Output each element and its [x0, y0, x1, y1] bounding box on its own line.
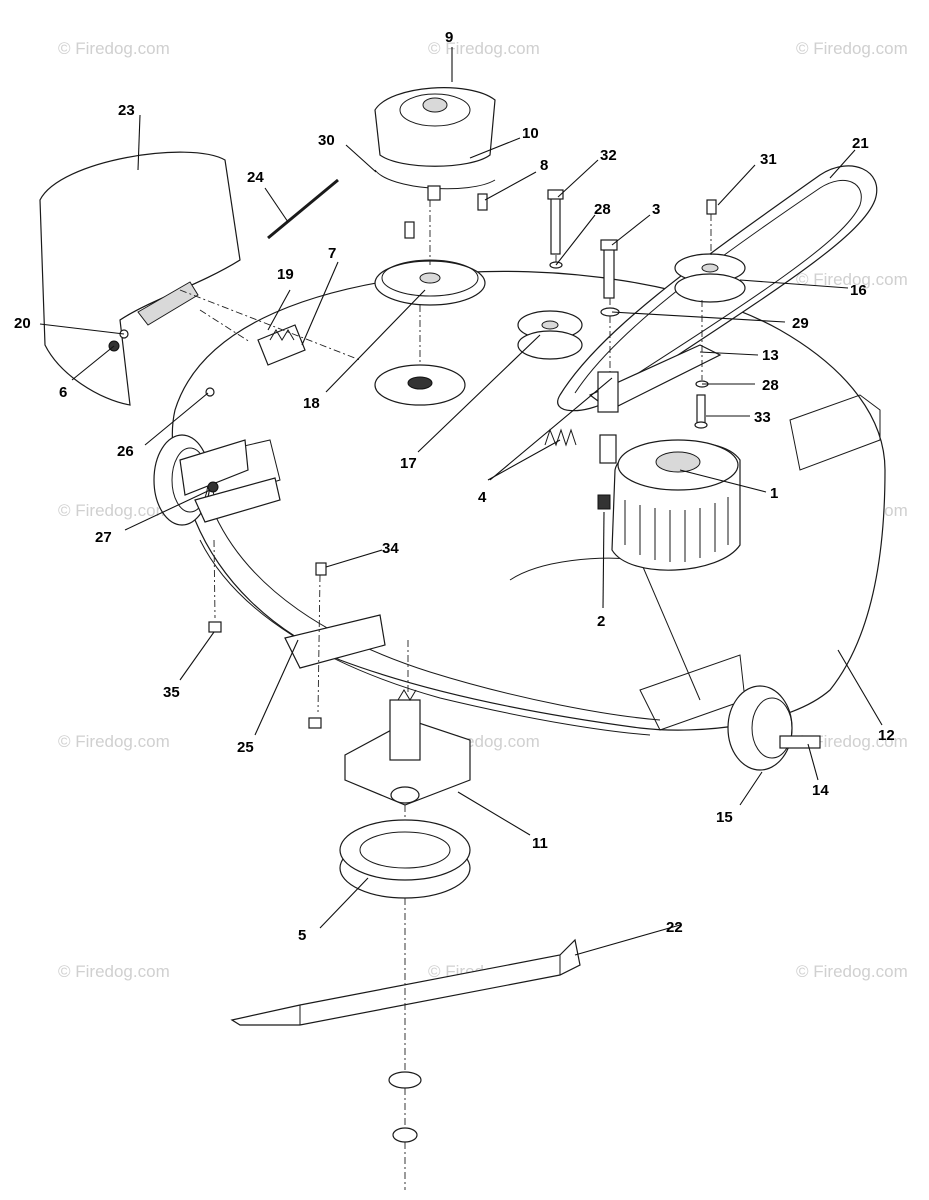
bolt-8 [477, 193, 488, 211]
bolt-33 [694, 394, 708, 429]
callout-3: 3 [652, 201, 660, 218]
blade-adapter [339, 819, 471, 899]
callout-19: 19 [277, 266, 294, 283]
watermark-3: © Firedog.com [796, 39, 908, 58]
bolt-35 [208, 621, 222, 633]
callout-32: 32 [600, 147, 617, 164]
nut-34 [315, 562, 327, 576]
callout-5: 5 [298, 927, 306, 944]
watermark-10: © Firedog.com [58, 732, 170, 751]
callout-12: 12 [878, 727, 895, 744]
watermark-2: © Firedog.com [428, 39, 540, 58]
bolt-27 [207, 481, 219, 493]
callout-16: 16 [850, 282, 867, 299]
watermark-15: © Firedog.com [796, 962, 908, 981]
callout-18: 18 [303, 395, 320, 412]
callout-2: 2 [597, 613, 605, 630]
bolt-31 [706, 199, 717, 215]
nut-2 [597, 494, 611, 510]
hinge-rod [267, 178, 339, 240]
callout-15: 15 [716, 809, 733, 826]
pulley-cover [374, 87, 496, 190]
callout-27: 27 [95, 529, 112, 546]
fastener-26 [205, 387, 215, 397]
lower-pulley [374, 364, 466, 406]
callout-28-lower: 28 [762, 377, 779, 394]
callout-14: 14 [812, 782, 829, 799]
watermark-6: © Firedog.com [796, 270, 908, 289]
callout-35: 35 [163, 684, 180, 701]
blade-spindle [344, 689, 471, 806]
callout-30: 30 [318, 132, 335, 149]
idler-pulley-16 [674, 253, 746, 303]
discharge-chute [39, 151, 241, 406]
callout-8: 8 [540, 157, 548, 174]
bolt-25-lower [308, 717, 322, 729]
rear-gauge-wheel [727, 685, 821, 771]
callout-1: 1 [770, 485, 778, 502]
watermark-12: © Firedog.com [796, 732, 908, 751]
front-gauge-wheel [153, 434, 281, 526]
callout-24: 24 [247, 169, 264, 186]
centerlines [179, 200, 712, 1190]
watermark-7: © Firedog.com [58, 501, 170, 520]
mower-blade [230, 938, 581, 1026]
blade-nut [392, 1127, 418, 1143]
callout-25: 25 [237, 739, 254, 756]
callout-13: 13 [762, 347, 779, 364]
idler-pulley-17 [517, 310, 583, 360]
blade-washer [388, 1071, 422, 1089]
leader-lines [39, 47, 883, 956]
callout-7: 7 [328, 245, 336, 262]
callout-28-upper: 28 [594, 201, 611, 218]
callout-6: 6 [59, 384, 67, 401]
bolt-3 [600, 239, 618, 299]
watermark-13: © Firedog.com [58, 962, 170, 981]
callout-labels: 1 2 3 4 5 6 7 8 9 10 11 12 13 14 15 16 1… [14, 29, 895, 944]
callout-23: 23 [118, 102, 135, 119]
callout-34: 34 [382, 540, 399, 557]
bolt-32 [547, 189, 564, 255]
bolt-cover-left [404, 221, 415, 239]
callout-29: 29 [792, 315, 809, 332]
callout-31: 31 [760, 151, 777, 168]
callout-11: 11 [532, 835, 548, 852]
callout-33: 33 [754, 409, 771, 426]
callout-20: 20 [14, 315, 31, 332]
baffle-25 [284, 614, 386, 669]
callout-4: 4 [478, 489, 487, 506]
spindle-pulley-18 [374, 259, 486, 306]
nut-cover-center [427, 185, 441, 201]
callout-9: 9 [445, 29, 453, 46]
watermark-1: © Firedog.com [58, 39, 170, 58]
electric-clutch [611, 439, 741, 571]
callout-26: 26 [117, 443, 134, 460]
callout-17: 17 [400, 455, 417, 472]
callout-21: 21 [852, 135, 869, 152]
clutch-spacer [599, 434, 617, 464]
callout-10: 10 [522, 125, 539, 142]
pivot-bushing [597, 371, 619, 413]
callout-22: 22 [666, 919, 683, 936]
